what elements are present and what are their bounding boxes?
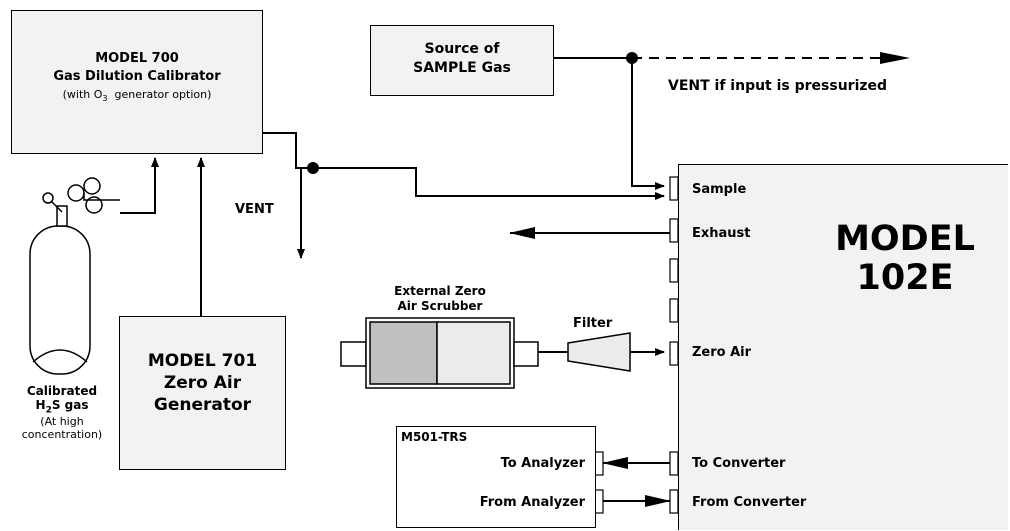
- m501-from-analyzer-label: From Analyzer: [479, 495, 585, 510]
- model-700-box: MODEL 700 Gas Dilution Calibrator (with …: [11, 10, 263, 154]
- model-701-box: MODEL 701 Zero Air Generator: [119, 316, 286, 470]
- sample-gas-source-box: Source of SAMPLE Gas: [370, 25, 554, 96]
- zero-air-scrubber: [340, 317, 539, 389]
- m501-ports: [594, 451, 604, 514]
- filter-label: Filter: [573, 316, 613, 331]
- model-701-line2: Zero Air: [163, 373, 242, 393]
- vent-arrowhead: [880, 52, 910, 64]
- sample-source-line2: SAMPLE Gas: [413, 60, 511, 76]
- model-701-title: MODEL 701: [147, 351, 258, 371]
- m501-title: M501-TRS: [401, 430, 468, 444]
- regulator-icon: [42, 177, 120, 214]
- m501-to-analyzer-label: To Analyzer: [500, 456, 585, 471]
- port-zero-air-label: Zero Air: [692, 345, 752, 360]
- model-700-subtitle: Gas Dilution Calibrator: [53, 69, 221, 84]
- scrubber-label-line2: Air Scrubber: [397, 299, 483, 313]
- gas-cylinder: [29, 205, 91, 375]
- model-701-line3: Generator: [153, 395, 252, 415]
- model-102e-title: MODEL: [835, 219, 975, 259]
- model-102e-box: MODEL 102E: [678, 164, 1008, 530]
- model-700-title: MODEL 700: [95, 51, 179, 66]
- model-102e-number: 102E: [856, 258, 954, 298]
- junction-dot: [307, 162, 319, 174]
- calibrator-output-line: [262, 132, 665, 259]
- analyzer-ports: [669, 176, 679, 514]
- vent-pressurized-label: VENT if input is pressurized: [668, 78, 888, 94]
- sample-source-line1: Source of: [424, 41, 500, 57]
- filter-icon: [567, 332, 631, 372]
- sample-gas-line: [553, 57, 890, 190]
- scrubber-label-line1: External Zero: [394, 284, 486, 298]
- port-to-converter-label: To Converter: [692, 456, 786, 471]
- model-700-option: (with O3 generator option): [62, 88, 212, 104]
- port-exhaust-label: Exhaust: [692, 226, 751, 241]
- junction-dot: [626, 52, 638, 64]
- vent-label: VENT: [235, 202, 274, 217]
- gas-cylinder-label: Calibrated H2S gas (At high concentratio…: [21, 384, 103, 442]
- port-from-converter-label: From Converter: [692, 495, 807, 510]
- cylinder-to-calibrator-line: [120, 157, 159, 214]
- m501-trs-box: M501-TRS To Analyzer From Analyzer: [396, 426, 596, 528]
- port-sample-label: Sample: [692, 182, 747, 197]
